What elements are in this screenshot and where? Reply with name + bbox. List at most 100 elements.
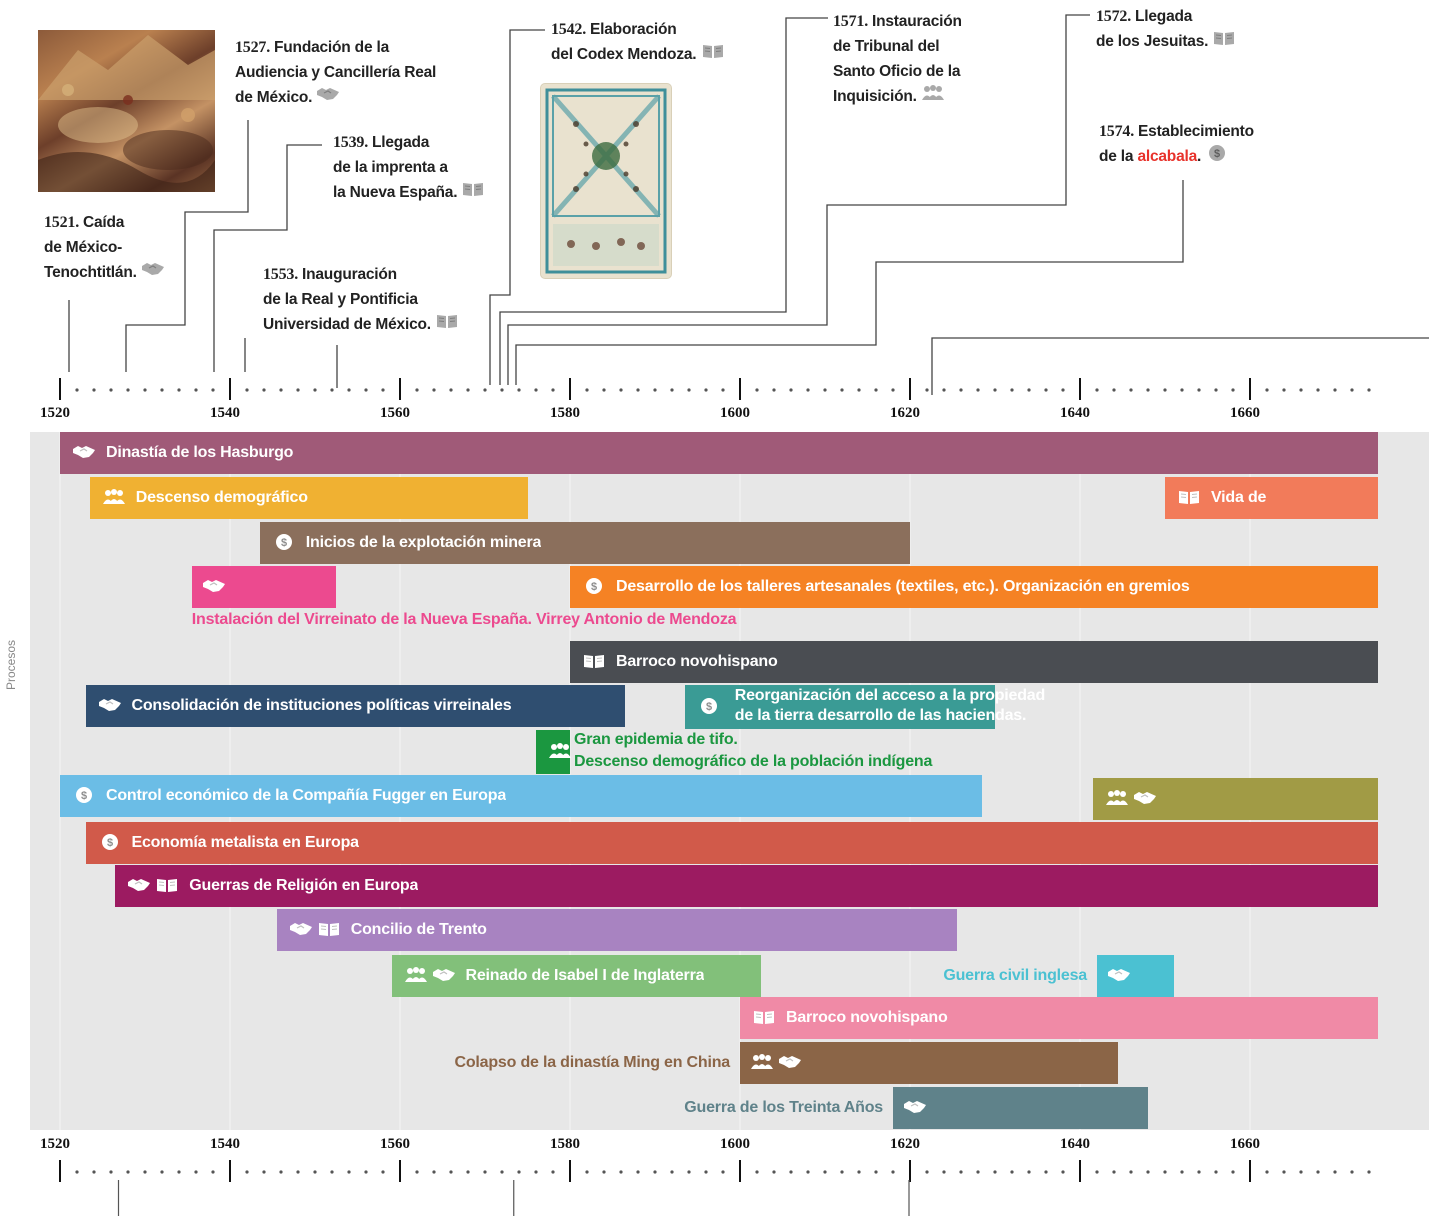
- axis-minor-tick: [1129, 388, 1133, 392]
- axis-minor-tick: [551, 1170, 555, 1174]
- axis-minor-tick: [602, 1170, 606, 1174]
- process-bar-label: Gran epidemia de tifo.: [574, 731, 738, 748]
- axis-minor-tick: [1197, 388, 1201, 392]
- axis-minor-tick: [1044, 388, 1048, 392]
- axis-minor-tick: [415, 388, 419, 392]
- event-text: Audiencia y Cancillería Real: [235, 64, 437, 81]
- event-text: de Tribunal del: [833, 38, 940, 55]
- axis-minor-tick: [1282, 1170, 1286, 1174]
- axis-minor-tick: [619, 388, 623, 392]
- axis-minor-tick: [1146, 1170, 1150, 1174]
- axis-minor-tick: [1367, 388, 1371, 392]
- axis-minor-tick: [1333, 1170, 1337, 1174]
- axis-minor-tick: [500, 388, 504, 392]
- event-year: 1542.: [551, 21, 587, 38]
- book-icon: [752, 1008, 776, 1031]
- handshake-icon: [202, 577, 226, 600]
- axis-minor-tick: [670, 1170, 674, 1174]
- axis-tick-label: 1660: [1230, 405, 1260, 421]
- axis-minor-tick: [806, 1170, 810, 1174]
- side-label-procesos: Procesos: [4, 639, 18, 690]
- axis-minor-tick: [806, 388, 810, 392]
- axis-minor-tick: [1095, 1170, 1099, 1174]
- axis-minor-tick: [925, 388, 929, 392]
- axis-minor-tick: [636, 1170, 640, 1174]
- svg-text:$: $: [281, 537, 287, 549]
- event-year: 1539.: [333, 134, 369, 151]
- axis-minor-tick: [1316, 1170, 1320, 1174]
- axis-tick-label: 1620: [890, 405, 920, 421]
- event-text: Llegada: [372, 134, 430, 151]
- process-bar-label: Concilio de Trento: [350, 921, 487, 938]
- connector-line: [931, 337, 1429, 395]
- connector-line: [489, 29, 545, 385]
- process-bar: [276, 909, 957, 951]
- event-text: de la: [1099, 148, 1138, 166]
- handshake-icon: [316, 85, 340, 111]
- axis-tick-label: 1600: [720, 1136, 750, 1152]
- axis-minor-tick: [602, 388, 606, 392]
- axis-minor-tick: [840, 1170, 844, 1174]
- axis-minor-tick: [1010, 388, 1014, 392]
- axis-minor-tick: [874, 388, 878, 392]
- handshake-icon: [141, 260, 165, 286]
- process-bar-label: Descenso demográfico: [135, 489, 308, 506]
- process-bar-label: Barroco novohispano: [786, 1009, 948, 1026]
- axis-minor-tick: [789, 388, 793, 392]
- axis-minor-tick: [823, 388, 827, 392]
- book-icon: [155, 876, 179, 899]
- axis-minor-tick: [194, 388, 198, 392]
- axis-minor-tick: [721, 1170, 725, 1174]
- axis-minor-tick: [1299, 388, 1303, 392]
- axis-minor-tick: [1282, 388, 1286, 392]
- axis-minor-tick: [1027, 1170, 1031, 1174]
- axis-minor-tick: [296, 1170, 300, 1174]
- axis-tick-label: 1620: [890, 1136, 920, 1152]
- event-text-tail: .: [1197, 148, 1202, 166]
- axis-tick-label: 1560: [380, 405, 410, 421]
- axis-minor-tick: [1095, 388, 1099, 392]
- process-bar-label: Economía metalista en Europa: [131, 834, 359, 851]
- axis-minor-tick: [721, 388, 725, 392]
- event-text: Fundación de la: [274, 39, 389, 56]
- axis-minor-tick: [1265, 388, 1269, 392]
- book-icon: [317, 920, 341, 943]
- axis-minor-tick: [619, 1170, 623, 1174]
- axis-minor-tick: [1061, 1170, 1065, 1174]
- process-bar-label: Barroco novohispano: [616, 653, 778, 670]
- axis-minor-tick: [1350, 1170, 1354, 1174]
- axis-minor-tick: [585, 388, 589, 392]
- event-text: de México-: [44, 239, 123, 256]
- process-bar: [893, 1087, 1148, 1129]
- axis-minor-tick: [687, 1170, 691, 1174]
- axis-minor-tick: [296, 388, 300, 392]
- axis-minor-tick: [772, 388, 776, 392]
- process-bar-label: Instalación del Virreinato de la Nueva E…: [191, 611, 737, 628]
- axis-minor-tick: [534, 388, 538, 392]
- axis-minor-tick: [415, 1170, 419, 1174]
- event-text: Elaboración: [590, 21, 677, 38]
- process-bar-label: Vida de: [1211, 489, 1267, 506]
- axis-minor-tick: [177, 1170, 181, 1174]
- axis-minor-tick: [653, 388, 657, 392]
- handshake-icon: [432, 966, 456, 989]
- axis-minor-tick: [1180, 1170, 1184, 1174]
- axis-minor-tick: [551, 388, 555, 392]
- axis-minor-tick: [1231, 1170, 1235, 1174]
- process-bar: [536, 730, 570, 774]
- axis-minor-tick: [1333, 388, 1337, 392]
- process-bar: [89, 477, 528, 519]
- axis-minor-tick: [1010, 1170, 1014, 1174]
- axis-minor-tick: [534, 1170, 538, 1174]
- event-year: 1572.: [1096, 8, 1132, 25]
- event-text: Instauración: [872, 13, 962, 30]
- coin-icon: $: [272, 533, 296, 556]
- axis-minor-tick: [1163, 388, 1167, 392]
- axis-tick-label: 1600: [720, 405, 750, 421]
- axis-minor-tick: [364, 388, 368, 392]
- axis-minor-tick: [993, 1170, 997, 1174]
- axis-tick-label: 1520: [40, 1136, 70, 1152]
- event-text: de los Jesuitas.: [1096, 33, 1209, 51]
